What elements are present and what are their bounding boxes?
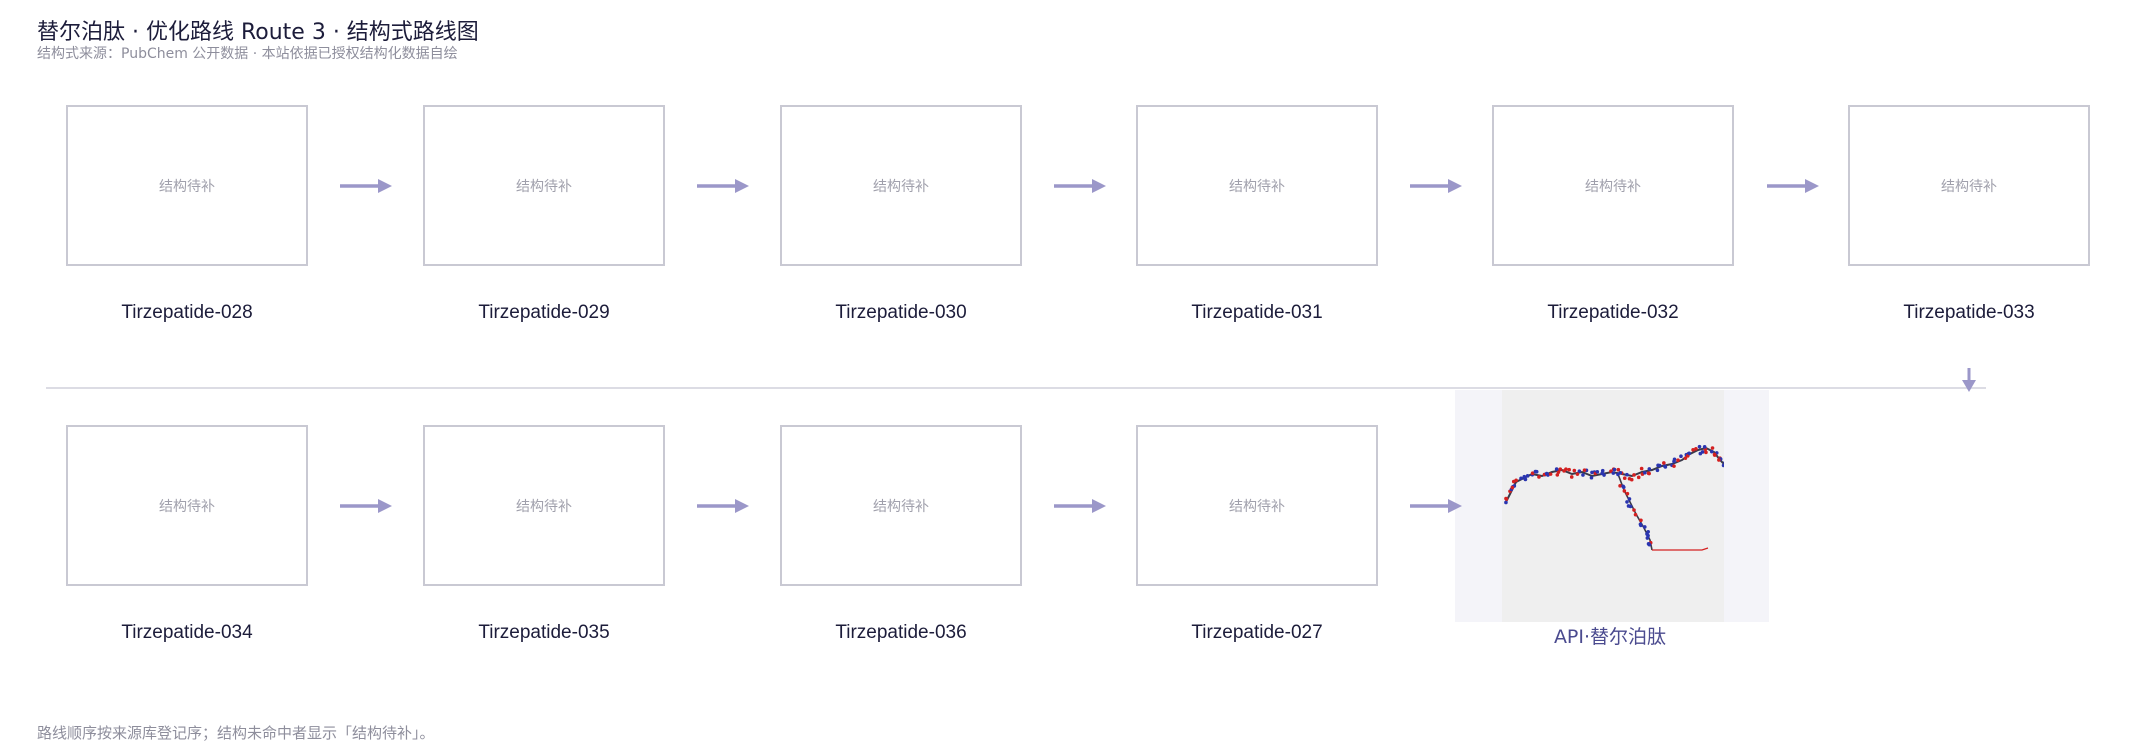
step-label-036: Tirzepatide-036 xyxy=(835,622,967,643)
arrow-right-icon xyxy=(697,499,749,513)
arrow-right-icon xyxy=(340,179,392,193)
row-divider xyxy=(46,387,1986,389)
footnote: 路线顺序按来源库登记序；结构未命中者显示「结构待补」。 xyxy=(37,724,435,742)
step-label-030: Tirzepatide-030 xyxy=(835,302,967,323)
step-label-032: Tirzepatide-032 xyxy=(1547,302,1679,323)
structure-box-032: 结构待补 xyxy=(1492,105,1734,266)
structure-placeholder: 结构待补 xyxy=(159,498,215,515)
arrow-right-icon xyxy=(697,179,749,193)
molecule-structure-icon xyxy=(1504,444,1727,551)
structure-placeholder: 结构待补 xyxy=(873,498,929,515)
step-label-027: Tirzepatide-027 xyxy=(1191,622,1323,643)
structure-placeholder: 结构待补 xyxy=(516,178,572,195)
step-label-031: Tirzepatide-031 xyxy=(1191,302,1323,323)
structure-placeholder: 结构待补 xyxy=(516,498,572,515)
structure-box-030: 结构待补 xyxy=(780,105,1022,266)
arrow-right-icon xyxy=(1054,499,1106,513)
structure-placeholder: 结构待补 xyxy=(1585,178,1641,195)
page-title: 替尔泊肽 · 优化路线 Route 3 · 结构式路线图 xyxy=(37,20,479,45)
structure-box-034: 结构待补 xyxy=(66,425,308,586)
page-subtitle: 结构式来源：PubChem 公开数据 · 本站依据已授权结构化数据自绘 xyxy=(37,46,458,62)
step-label-029: Tirzepatide-029 xyxy=(478,302,610,323)
structure-box-028: 结构待补 xyxy=(66,105,308,266)
structure-placeholder: 结构待补 xyxy=(1941,178,1997,195)
step-label-028: Tirzepatide-028 xyxy=(121,302,253,323)
structure-box-027: 结构待补 xyxy=(1136,425,1378,586)
step-label-035: Tirzepatide-035 xyxy=(478,622,610,643)
structure-placeholder: 结构待补 xyxy=(1229,178,1285,195)
step-label-034: Tirzepatide-034 xyxy=(121,622,253,643)
step-label-033: Tirzepatide-033 xyxy=(1903,302,2035,323)
structure-box-031: 结构待补 xyxy=(1136,105,1378,266)
arrow-right-icon xyxy=(1767,179,1819,193)
api-label: API·替尔泊肽 xyxy=(1553,626,1667,648)
structure-placeholder: 结构待补 xyxy=(873,178,929,195)
structure-placeholder: 结构待补 xyxy=(159,178,215,195)
structure-box-036: 结构待补 xyxy=(780,425,1022,586)
structure-box-035: 结构待补 xyxy=(423,425,665,586)
arrow-right-icon xyxy=(1054,179,1106,193)
arrow-right-icon xyxy=(340,499,392,513)
arrow-right-icon xyxy=(1410,499,1462,513)
arrow-right-icon xyxy=(1410,179,1462,193)
structure-box-033: 结构待补 xyxy=(1848,105,2090,266)
arrow-down-icon xyxy=(1962,368,1976,392)
api-structure-image xyxy=(1502,390,1727,622)
structure-placeholder: 结构待补 xyxy=(1229,498,1285,515)
structure-box-029: 结构待补 xyxy=(423,105,665,266)
